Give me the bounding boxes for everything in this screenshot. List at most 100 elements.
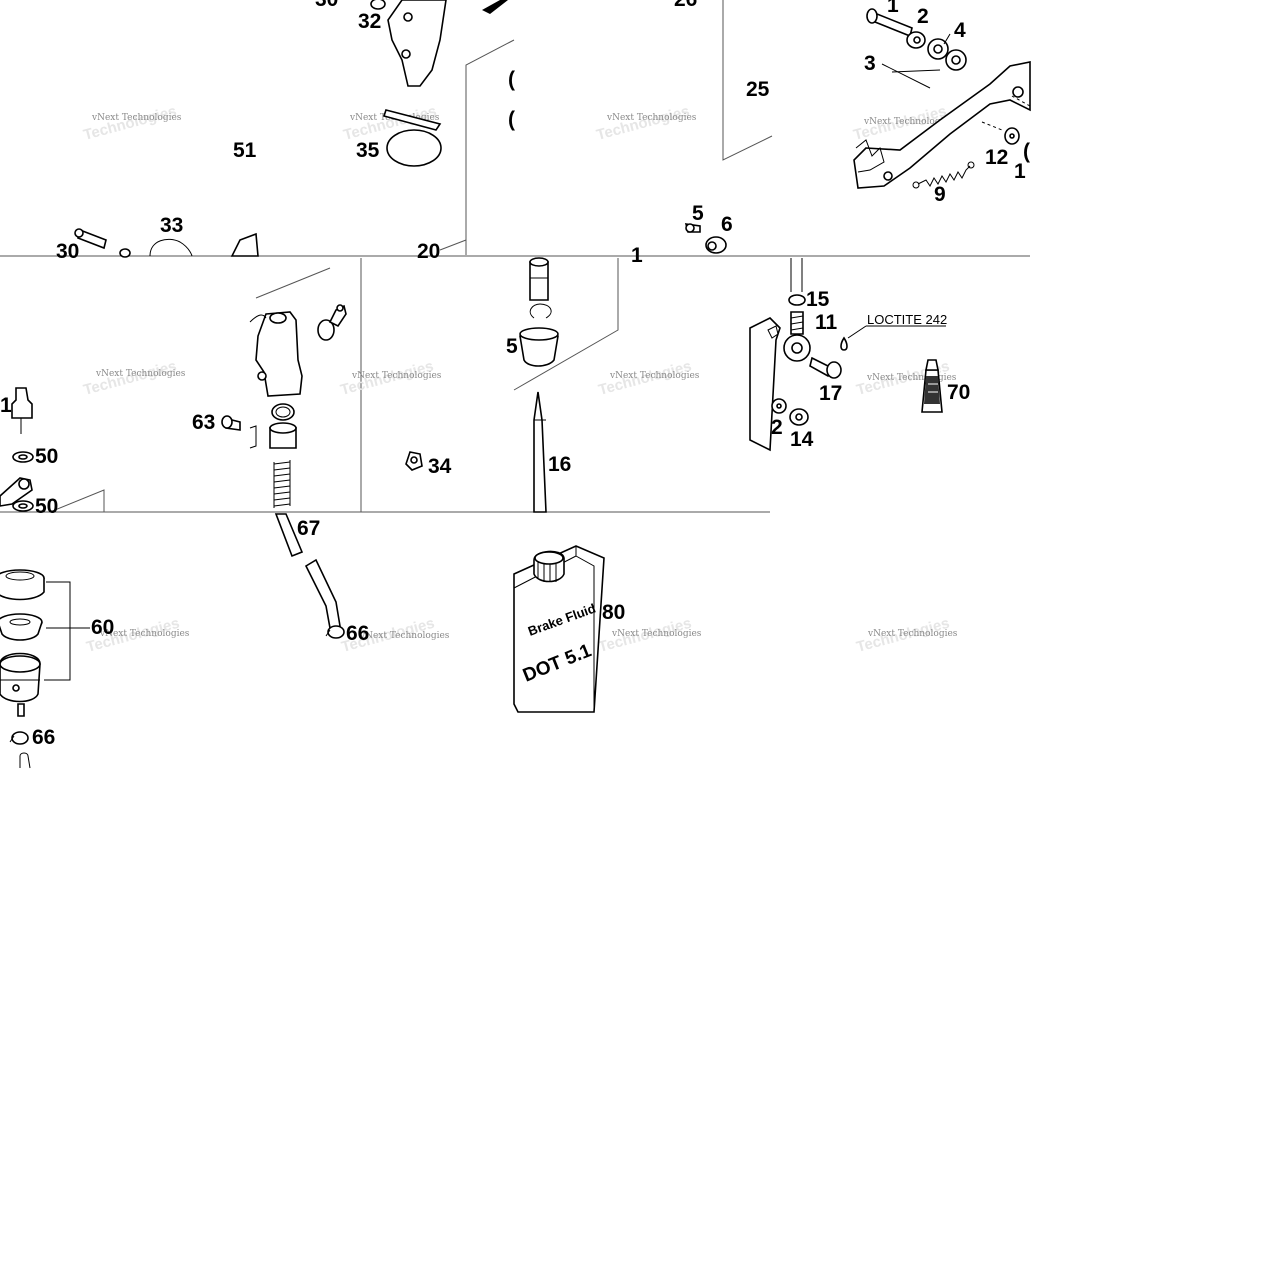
svg-text:1: 1 bbox=[631, 244, 643, 267]
brake-pedal bbox=[853, 61, 1031, 189]
washer-2 bbox=[906, 31, 926, 49]
washer-12: ( bbox=[1004, 127, 1030, 163]
part-label: 2 bbox=[917, 5, 929, 28]
part-label: 15 bbox=[806, 288, 830, 311]
rod-16 bbox=[533, 391, 547, 513]
svg-text:(: ( bbox=[508, 68, 515, 91]
nut-34 bbox=[405, 451, 423, 471]
svg-text:Technologies: Technologies bbox=[82, 103, 179, 144]
washer-50a bbox=[12, 451, 34, 463]
svg-text:vNext Technologies: vNext Technologies bbox=[609, 371, 700, 381]
clevis-11 bbox=[783, 311, 811, 362]
elbow-fitting bbox=[317, 304, 347, 341]
spring-67 bbox=[273, 460, 291, 508]
svg-text:Technologies: Technologies bbox=[595, 103, 692, 144]
o-ring bbox=[271, 403, 295, 421]
bearing-4b bbox=[945, 49, 967, 71]
svg-text:(: ( bbox=[1023, 140, 1030, 163]
svg-text:vNext Technologies: vNext Technologies bbox=[867, 629, 958, 639]
rod-upper bbox=[790, 258, 803, 292]
svg-text:vNext Technologies: vNext Technologies bbox=[351, 371, 442, 381]
reservoir-body bbox=[0, 652, 41, 717]
leader-lines-3 bbox=[881, 33, 951, 89]
part-label: 50 bbox=[35, 445, 58, 468]
bolt-63 bbox=[221, 415, 241, 431]
clamp-66a bbox=[9, 731, 29, 745]
washer-50b bbox=[12, 500, 34, 512]
svg-text:vNext Technologies: vNext Technologies bbox=[95, 369, 186, 379]
part-label: 35 bbox=[356, 139, 380, 162]
brake-fluid-can: Brake Fluid DOT 5.1 bbox=[513, 545, 605, 713]
watermark-text: vNext Technologies bbox=[91, 113, 182, 123]
bracket-60 bbox=[44, 581, 90, 681]
part-label: 33 bbox=[160, 214, 183, 237]
bolt-5 bbox=[684, 223, 701, 233]
bushing-6 bbox=[705, 236, 727, 254]
part-label: 67 bbox=[297, 517, 320, 540]
part-label: 11 bbox=[815, 311, 838, 334]
part-label: 66 bbox=[32, 726, 55, 749]
hose-end bbox=[230, 232, 259, 257]
clamp-66b bbox=[325, 625, 345, 639]
svg-text:1: 1 bbox=[1014, 160, 1026, 183]
loctite-bottle-70 bbox=[921, 359, 943, 413]
svg-text:30: 30 bbox=[56, 240, 79, 263]
piston bbox=[249, 422, 297, 449]
part-label: 30 bbox=[315, 0, 338, 11]
part-label: 1 bbox=[887, 0, 899, 17]
svg-text:vNext Technologies: vNext Technologies bbox=[866, 373, 957, 383]
part-label: 70 bbox=[947, 381, 970, 404]
part-label: 3 bbox=[864, 52, 876, 75]
reservoir-diaphragm bbox=[0, 613, 43, 641]
nut-14 bbox=[789, 408, 809, 426]
svg-text:vNext Technologies: vNext Technologies bbox=[359, 631, 450, 641]
marks-near-20: ( ( bbox=[508, 68, 515, 131]
part-label: 26 bbox=[674, 0, 697, 11]
panel-outlines bbox=[0, 0, 1030, 513]
part-label: 14 bbox=[790, 428, 814, 451]
part-label: 66 bbox=[346, 622, 369, 645]
part-label: 20 bbox=[417, 240, 440, 263]
loctite-note: LOCTITE 242 bbox=[867, 312, 947, 327]
spring-9 bbox=[912, 161, 975, 189]
svg-text:1: 1 bbox=[0, 394, 12, 417]
part-label: 6 bbox=[721, 213, 733, 236]
svg-text:(: ( bbox=[508, 108, 515, 131]
brake-line-guide bbox=[370, 0, 447, 87]
part-label: 51 bbox=[233, 139, 257, 162]
bolt-30 bbox=[74, 228, 131, 258]
washer-2b bbox=[771, 398, 787, 414]
part-label: 60 bbox=[91, 616, 114, 639]
reservoir-cap bbox=[0, 569, 45, 601]
cable-tie bbox=[382, 109, 442, 167]
banjo-fitting bbox=[0, 477, 33, 507]
brake-light-switch: 1 bbox=[0, 387, 33, 434]
bracket bbox=[749, 317, 781, 452]
part-label: 4 bbox=[954, 19, 966, 42]
part-label: 5 bbox=[692, 202, 704, 225]
part-label: 63 bbox=[192, 411, 215, 434]
part-label: 34 bbox=[428, 455, 452, 478]
svg-text:5: 5 bbox=[506, 335, 518, 358]
part-label: 17 bbox=[819, 382, 842, 405]
svg-text:vNext Technologies: vNext Technologies bbox=[99, 629, 190, 639]
svg-text:vNext Technologies: vNext Technologies bbox=[606, 113, 697, 123]
clip-33 bbox=[149, 238, 193, 257]
svg-text:vNext Technologies: vNext Technologies bbox=[611, 629, 702, 639]
part-label: 32 bbox=[358, 10, 381, 33]
bearing-4a bbox=[927, 38, 949, 60]
part-label: 25 bbox=[746, 78, 770, 101]
hatch-arrow bbox=[482, 0, 508, 14]
part-label: 12 bbox=[985, 146, 1008, 169]
part-label: 50 bbox=[35, 495, 58, 518]
hose-end-bottom bbox=[19, 752, 31, 769]
master-cylinder bbox=[249, 311, 303, 397]
part-number-labels: 1 2 3 4 9 12 5 6 25 26 30 32 33 35 51 20… bbox=[32, 0, 1026, 749]
part-label: 9 bbox=[934, 183, 946, 206]
loctite-drop bbox=[840, 325, 946, 351]
boot: 5 bbox=[506, 327, 559, 367]
nut-15 bbox=[788, 294, 806, 306]
bolt-17 bbox=[809, 356, 842, 379]
part-label: 2 bbox=[771, 416, 783, 439]
